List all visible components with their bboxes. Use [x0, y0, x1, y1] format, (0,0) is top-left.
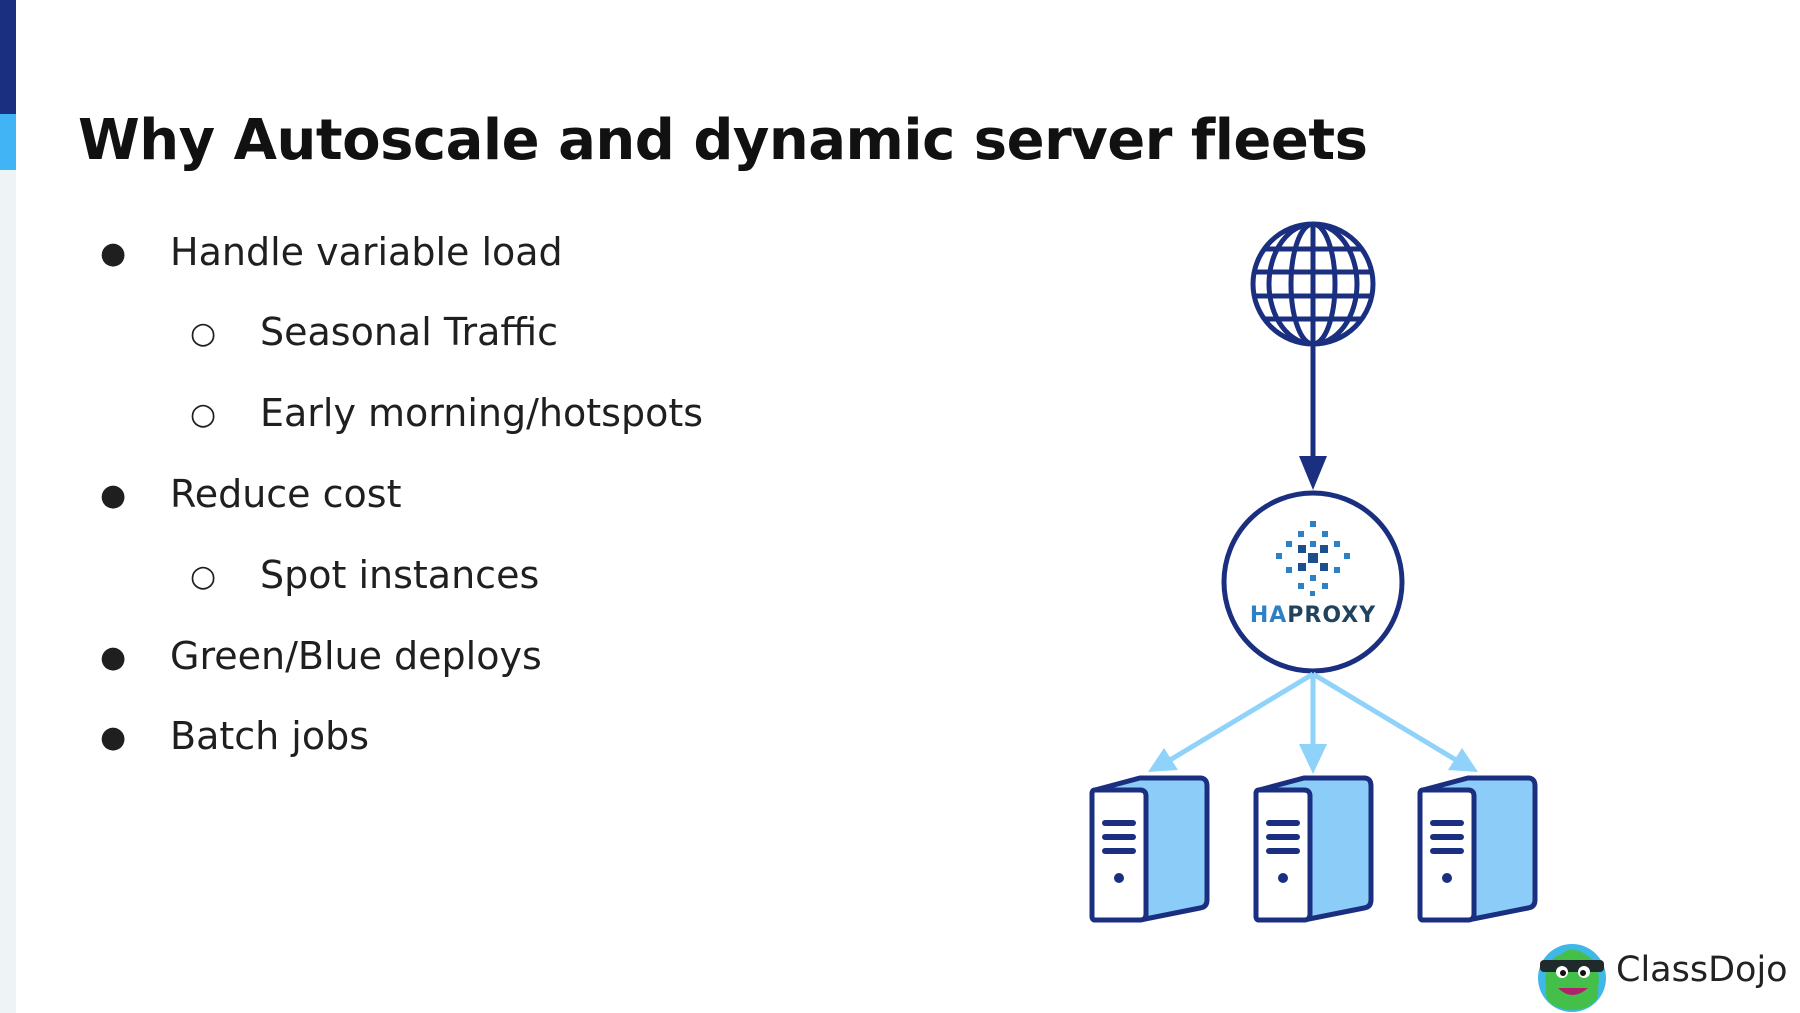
haproxy-logo-icon — [1276, 521, 1350, 596]
slide-title: Why Autoscale and dynamic server fleets — [78, 108, 1368, 173]
haproxy-node — [1221, 490, 1405, 674]
brand-name: ClassDojo — [1616, 950, 1788, 990]
arrows-haproxy-to-servers — [1148, 671, 1478, 774]
bullet-item: Handle variable load — [170, 230, 563, 274]
bullet-marker: ● — [100, 478, 127, 513]
bullet-marker: ● — [100, 720, 127, 755]
bullet-item: Green/Blue deploys — [170, 634, 542, 678]
bullet-item: Batch jobs — [170, 714, 370, 758]
sub-bullet-marker: ○ — [190, 559, 217, 594]
bullet-item: Reduce cost — [170, 472, 402, 516]
accent-bar-light — [0, 114, 16, 170]
haproxy-label: HAPROXY — [1243, 603, 1383, 628]
arrow-globe-to-haproxy — [1299, 346, 1327, 490]
server-icon — [1417, 775, 1538, 923]
server-icon — [1089, 775, 1210, 923]
sub-bullet-item: Early morning/hotspots — [260, 391, 704, 435]
haproxy-label-suffix: PROXY — [1287, 603, 1377, 628]
accent-bar — [0, 0, 16, 1013]
classdojo-monster-icon — [1538, 944, 1606, 1012]
bullet-marker: ● — [100, 236, 127, 271]
sub-bullet-item: Seasonal Traffic — [260, 310, 559, 354]
sub-bullet-item: Spot instances — [260, 553, 540, 597]
sub-bullet-marker: ○ — [190, 316, 217, 351]
haproxy-label-prefix: HA — [1249, 603, 1288, 628]
globe-icon — [1250, 221, 1376, 347]
server-icon — [1253, 775, 1374, 923]
bullet-marker: ● — [100, 640, 127, 675]
accent-bar-dark — [0, 0, 16, 114]
sub-bullet-marker: ○ — [190, 397, 217, 432]
